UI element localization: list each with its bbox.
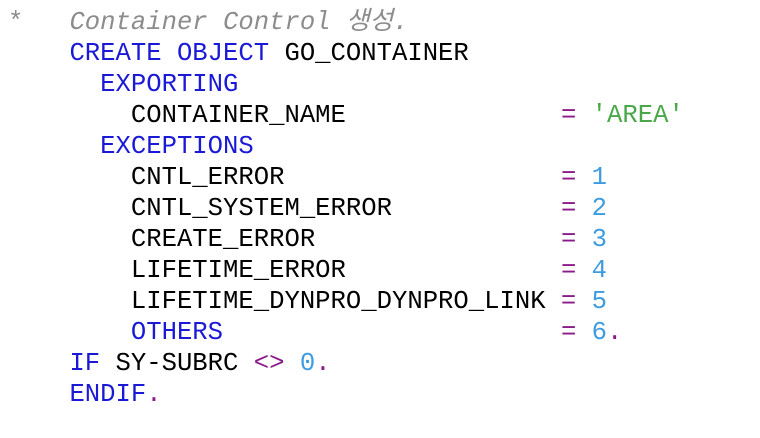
exception-value: 1 (591, 163, 608, 192)
keyword-if: IF (69, 349, 101, 378)
keyword-endif: ENDIF (69, 380, 147, 409)
code-line-exception-lifetime-dynpro-link: LIFETIME_DYNPRO_DYNPRO_LINK = 5 (0, 286, 760, 317)
code-line-create-object: CREATE OBJECT GO_CONTAINER (0, 38, 760, 69)
exception-value: 5 (591, 287, 607, 316)
code-line-exception-cntl-error: CNTL_ERROR = 1 (0, 162, 760, 193)
comment-marker: * (8, 8, 24, 37)
code-line-exceptions: EXCEPTIONS (0, 131, 760, 162)
keyword-exporting: EXPORTING (100, 70, 239, 99)
exception-value: 3 (591, 225, 608, 254)
code-line-exception-others: OTHERS = 6. (0, 317, 760, 348)
keyword-create: CREATE (69, 39, 162, 68)
statement-terminator: . (315, 349, 331, 378)
statement-terminator: . (607, 318, 623, 347)
keyword-object: OBJECT (176, 39, 270, 68)
statement-terminator: . (146, 380, 162, 409)
code-line-comment: * Container Control 생성. (0, 7, 760, 38)
exception-name: CREATE_ERROR (130, 225, 316, 254)
exception-value: 6 (591, 318, 608, 347)
not-equal-operator: <> (253, 349, 285, 378)
number-literal-zero: 0 (299, 349, 316, 378)
identifier-sy-subrc: SY-SUBRC (115, 349, 239, 378)
equals-operator: = (560, 225, 577, 254)
code-line-container-name: CONTAINER_NAME = 'AREA' (0, 100, 760, 131)
code-line-exception-cntl-system-error: CNTL_SYSTEM_ERROR = 2 (0, 193, 760, 224)
code-line-exporting: EXPORTING (0, 69, 760, 100)
exception-value: 2 (591, 194, 608, 223)
equals-operator: = (560, 256, 577, 285)
exception-name: CNTL_ERROR (130, 163, 285, 192)
equals-operator: = (560, 194, 577, 223)
keyword-exceptions: EXCEPTIONS (100, 132, 254, 161)
comment-text: Container Control 생성. (69, 8, 409, 37)
exception-name: LIFETIME_ERROR (130, 256, 346, 285)
code-line-endif: ENDIF. (0, 379, 760, 410)
exception-name: CNTL_SYSTEM_ERROR (130, 194, 392, 223)
code-line-exception-lifetime-error: LIFETIME_ERROR = 4 (0, 255, 760, 286)
exception-name: LIFETIME_DYNPRO_DYNPRO_LINK (130, 287, 546, 316)
param-container-name: CONTAINER_NAME (130, 101, 346, 130)
string-literal-area: 'AREA' (591, 101, 684, 130)
keyword-others: OTHERS (130, 318, 224, 347)
equals-operator: = (560, 101, 577, 130)
equals-operator: = (560, 318, 577, 347)
equals-operator: = (560, 287, 577, 316)
equals-operator: = (560, 163, 577, 192)
code-line-if: IF SY-SUBRC <> 0. (0, 348, 760, 379)
identifier-go-container: GO_CONTAINER (284, 39, 469, 68)
exception-value: 4 (591, 256, 608, 285)
code-line-exception-create-error: CREATE_ERROR = 3 (0, 224, 760, 255)
